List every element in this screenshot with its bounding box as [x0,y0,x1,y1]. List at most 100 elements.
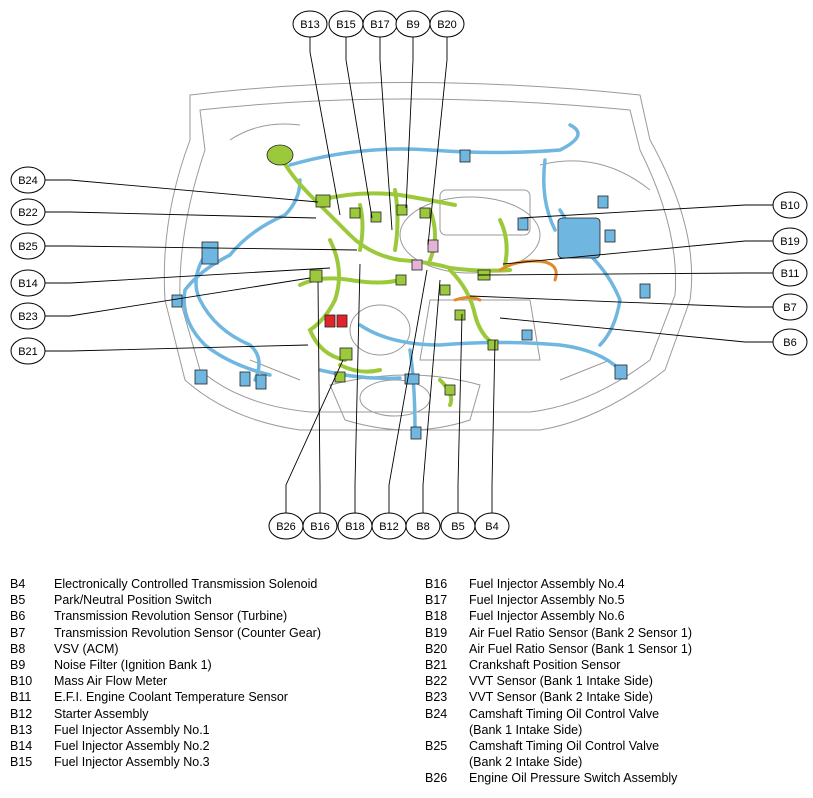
legend-code: B22 [425,674,448,689]
callout-circle: B23 [10,302,46,330]
callout-circle: B7 [772,293,808,321]
callout-label: B20 [437,19,457,31]
green-connectors [266,144,499,396]
callout-circle: B21 [10,337,46,365]
legend-code: B15 [10,755,33,770]
legend-code: B7 [10,625,26,640]
legend-entry: B16 Fuel Injector Assembly No.4 [425,576,692,592]
legend-code: B12 [10,706,33,721]
legend-description: Transmission Revolution Sensor (Turbine) [54,609,288,624]
callout-circle: B24 [10,166,46,194]
legend-description: Engine Oil Pressure Switch Assembly [469,771,678,786]
legend-entry: B18 Fuel Injector Assembly No.6 [425,608,692,624]
legend-code: B13 [10,722,33,737]
legend-description: Mass Air Flow Meter [54,674,168,689]
callout-circle: B11 [772,259,808,287]
legend-entry: B13 Fuel Injector Assembly No.1 [10,722,321,738]
blue-connectors [171,149,651,440]
callout-circle: B12 [371,512,407,540]
legend-code: B10 [10,674,33,689]
legend-code: B23 [425,690,448,705]
legend-description: Park/Neutral Position Switch [54,593,212,608]
legend-description: Fuel Injector Assembly No.5 [469,593,625,608]
callout-label: B6 [783,337,796,349]
legend-code: B20 [425,641,448,656]
legend-description: Fuel Injector Assembly No.1 [54,722,210,737]
legend-code: B26 [425,771,448,786]
callout-leader-lines [45,37,773,513]
legend-entry: B20 Air Fuel Ratio Sensor (Bank 1 Sensor … [425,641,692,657]
legend-description: Noise Filter (Ignition Bank 1) [54,658,212,673]
callout-circle: B16 [302,512,338,540]
legend-description: Fuel Injector Assembly No.4 [469,577,625,591]
legend-entry: B12 Starter Assembly [10,706,321,722]
legend-entry: B17 Fuel Injector Assembly No.5 [425,592,692,608]
red-connectors [324,314,348,328]
legend-description: Camshaft Timing Oil Control Valve (Bank … [469,706,660,737]
callout-label: B13 [300,19,320,31]
legend-code: B5 [10,593,26,608]
legend-description: VSV (ACM) [54,641,119,656]
callout-label: B11 [781,268,800,280]
callout-circle: B17 [362,10,398,38]
legend-description: Camshaft Timing Oil Control Valve (Bank … [469,739,660,770]
callout-label: B12 [379,521,399,533]
legend-entry: B8 VSV (ACM) [10,641,321,657]
legend-code: B4 [10,577,26,591]
legend-code: B21 [425,658,448,673]
callout-label: B5 [451,521,464,533]
callout-label: B24 [18,175,38,187]
legend-description: Fuel Injector Assembly No.3 [54,755,210,770]
legend-entry: B22 VVT Sensor (Bank 1 Intake Side) [425,673,692,689]
callout-label: B22 [18,207,38,219]
legend-code: B25 [425,739,448,754]
callout-circle: B9 [395,10,431,38]
callout-label: B8 [416,521,429,533]
legend-entry: B14 Fuel Injector Assembly No.2 [10,738,321,754]
pink-connectors [411,239,439,271]
legend-description: VVT Sensor (Bank 1 Intake Side) [469,674,653,689]
legend-code: B18 [425,609,448,624]
callout-label: B23 [18,311,38,323]
legend-left-column: B4 Electronically Controlled Transmission… [10,576,321,770]
callout-label: B10 [780,200,800,212]
legend-description: Electronically Controlled Transmission S… [54,577,318,591]
legend-code: B8 [10,641,26,656]
legend-description: VVT Sensor (Bank 2 Intake Side) [469,690,653,705]
callout-label: B26 [276,521,296,533]
callout-circle: B10 [772,191,808,219]
legend-entry: B10 Mass Air Flow Meter [10,673,321,689]
legend-code: B17 [425,593,448,608]
callout-label: B25 [18,241,38,253]
legend-entry: B7 Transmission Revolution Sensor (Counte… [10,625,321,641]
callout-label: B15 [336,19,356,31]
callout-circle: B14 [10,269,46,297]
legend-entry: B23 VVT Sensor (Bank 2 Intake Side) [425,689,692,705]
callout-circle: B22 [10,198,46,226]
callout-label: B14 [18,278,38,290]
legend-description: Transmission Revolution Sensor (Counter … [54,625,322,640]
legend-code: B16 [425,577,448,591]
legend-entry: B4 Electronically Controlled Transmission… [10,576,321,592]
callout-circle: B26 [268,512,304,540]
legend-code: B14 [10,739,33,754]
orange-harness [453,259,558,302]
legend-description: Air Fuel Ratio Sensor (Bank 1 Sensor 1) [469,641,693,656]
legend-description: Starter Assembly [54,706,149,721]
legend-description: Fuel Injector Assembly No.2 [54,739,210,754]
callout-circle: B13 [292,10,328,38]
callout-label: B17 [370,19,390,31]
legend-description: Fuel Injector Assembly No.6 [469,609,625,624]
callout-circle: B15 [328,10,364,38]
legend-entry: B26 Engine Oil Pressure Switch Assembly [425,770,692,786]
legend-description: Air Fuel Ratio Sensor (Bank 2 Sensor 1) [469,625,693,640]
callout-circle: B25 [10,232,46,260]
callout-circle: B18 [337,512,373,540]
